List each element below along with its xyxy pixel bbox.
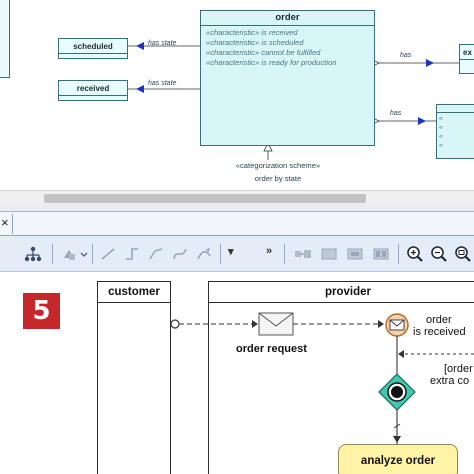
activity-diagram-canvas[interactable]: 5 customer provider <box>0 272 474 474</box>
swimlane-customer[interactable]: customer <box>97 281 171 474</box>
tab-divider <box>12 214 13 234</box>
rectilinear-line-icon[interactable] <box>122 244 142 264</box>
association-label: has state <box>148 40 177 47</box>
shape-tool-icon[interactable] <box>60 244 90 264</box>
zoom-out-icon[interactable] <box>428 244 450 264</box>
received-class-name: received <box>59 81 127 96</box>
bezier-line-icon[interactable] <box>170 244 190 264</box>
class-box-partial-right[interactable]: ex <box>459 44 474 74</box>
order-attribute: «characteristic» is ready for production <box>206 58 337 67</box>
order-class-box[interactable]: order «characteristic» is received «char… <box>200 10 375 146</box>
accept-event-label: order <box>426 314 452 326</box>
chevron-down-icon[interactable]: ▾ <box>228 246 234 258</box>
accept-event-icon <box>385 313 409 337</box>
close-icon[interactable]: × <box>1 215 9 230</box>
diagram-toolbar: ▾ » <box>0 236 474 272</box>
align-icon[interactable] <box>292 244 314 264</box>
swimlane-header: customer <box>98 282 170 303</box>
partial-class-name: ex <box>460 45 474 60</box>
step-number-badge: 5 <box>23 293 60 329</box>
class-diagram-canvas[interactable]: order «characteristic» is received «char… <box>0 0 474 190</box>
guard-label: extra co <box>430 375 470 387</box>
order-attribute: «characteristic» cannot be fulfilled <box>206 48 321 57</box>
send-signal-label: order request <box>236 343 307 355</box>
association-label: has state <box>148 80 177 87</box>
association-label: has <box>390 110 402 117</box>
categorization-name: order by state <box>254 174 302 183</box>
shape-size-icon[interactable] <box>344 244 366 264</box>
order-attribute: «characteristic» is received <box>206 28 298 37</box>
activity-flows <box>170 312 474 444</box>
envelope-icon <box>258 312 294 336</box>
horizontal-scrollbar[interactable] <box>0 190 474 204</box>
order-attribute: «characteristic» is scheduled <box>206 38 304 47</box>
received-class-box[interactable]: received <box>58 80 128 101</box>
accept-event-label: is received <box>413 326 466 338</box>
class-box-partial-bottom-right[interactable]: « « « « <box>436 104 474 159</box>
panel-splitter[interactable] <box>0 204 474 212</box>
class-box-partial-left[interactable] <box>0 0 10 78</box>
group-icon[interactable] <box>370 244 392 264</box>
zoom-in-icon[interactable] <box>404 244 426 264</box>
scheduled-class-box[interactable]: scheduled <box>58 38 128 59</box>
tree-layout-icon[interactable] <box>22 244 44 264</box>
oblique-line-icon[interactable] <box>146 244 166 264</box>
toolbar-overflow-button[interactable]: » <box>266 245 273 257</box>
swimlane-header: provider <box>209 282 474 303</box>
spline-line-icon[interactable] <box>194 244 214 264</box>
order-class-name: order <box>201 11 374 26</box>
zoom-fit-icon[interactable] <box>452 244 474 264</box>
decision-node-icon <box>378 373 416 411</box>
association-label: has <box>400 52 412 59</box>
guard-label: [order <box>444 363 473 375</box>
order-class-attributes: «characteristic» is received «characteri… <box>201 26 374 70</box>
scrollbar-thumb[interactable] <box>44 194 366 203</box>
distribute-icon[interactable] <box>318 244 340 264</box>
swimlane-provider[interactable]: provider <box>208 281 474 474</box>
output-pin <box>170 319 180 329</box>
line-tool-icon[interactable] <box>98 244 118 264</box>
analyze-order-action[interactable]: analyze order <box>338 444 458 474</box>
categorization-stereotype: «categorization scheme» <box>235 161 321 170</box>
scheduled-class-name: scheduled <box>59 39 127 54</box>
diagram-tab-bar: × <box>0 212 474 236</box>
